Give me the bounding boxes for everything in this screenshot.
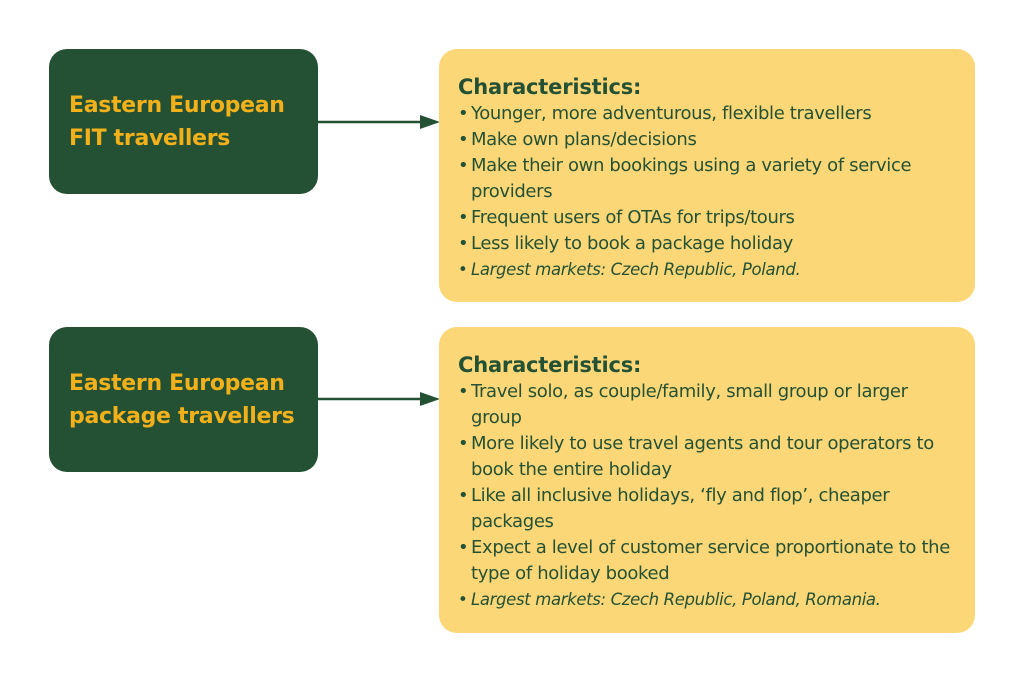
- list-item-text: Travel solo, as couple/family, small gro…: [471, 381, 908, 428]
- arrow-head: [420, 115, 440, 129]
- list-item-text: More likely to use travel agents and tou…: [471, 433, 934, 480]
- bullet-icon: •: [458, 433, 469, 454]
- connector-arrow: [318, 392, 440, 406]
- bullet-icon: •: [458, 207, 469, 228]
- list-item-text: Largest markets: Czech Republic, Poland.: [471, 260, 801, 279]
- characteristics-list: •Younger, more adventurous, flexible tra…: [458, 101, 959, 283]
- segment-title-line: FIT travellers: [69, 125, 231, 151]
- arrow-head: [420, 392, 440, 406]
- list-item: •Make own plans/decisions: [458, 127, 959, 153]
- segment-title-line: package travellers: [69, 403, 295, 429]
- bullet-icon: •: [458, 590, 468, 609]
- list-item-text: Expect a level of customer service propo…: [471, 537, 950, 584]
- bullet-icon: •: [458, 485, 469, 506]
- segment-title-line: Eastern European: [69, 92, 285, 118]
- list-item-text: Less likely to book a package holiday: [471, 233, 793, 254]
- list-item-text: Like all inclusive holidays, ‘fly and fl…: [471, 485, 890, 532]
- connector-arrow: [318, 115, 440, 129]
- list-item: •Travel solo, as couple/family, small gr…: [458, 379, 959, 431]
- characteristics-list: •Travel solo, as couple/family, small gr…: [458, 379, 959, 613]
- list-item: •Less likely to book a package holiday: [458, 231, 959, 257]
- list-item-text: Frequent users of OTAs for trips/tours: [471, 207, 795, 228]
- characteristics-box-fit: Characteristics: •Younger, more adventur…: [439, 49, 975, 302]
- segment-box-fit: Eastern European FIT travellers: [49, 49, 318, 194]
- list-item: •Make their own bookings using a variety…: [458, 153, 959, 205]
- segment-title: Eastern European package travellers: [69, 367, 295, 433]
- bullet-icon: •: [458, 103, 469, 124]
- characteristics-heading: Characteristics:: [458, 75, 642, 99]
- list-item-text: Largest markets: Czech Republic, Poland,…: [471, 590, 881, 609]
- segment-title-line: Eastern European: [69, 370, 285, 396]
- bullet-icon: •: [458, 381, 469, 402]
- list-item: •Younger, more adventurous, flexible tra…: [458, 101, 959, 127]
- segment-title: Eastern European FIT travellers: [69, 89, 285, 155]
- list-item: •Like all inclusive holidays, ‘fly and f…: [458, 483, 959, 535]
- bullet-icon: •: [458, 537, 469, 558]
- bullet-icon: •: [458, 260, 468, 279]
- bullet-icon: •: [458, 155, 469, 176]
- list-item: •Expect a level of customer service prop…: [458, 535, 959, 587]
- segment-box-package: Eastern European package travellers: [49, 327, 318, 472]
- characteristics-box-package: Characteristics: •Travel solo, as couple…: [439, 327, 975, 633]
- list-item-text: Younger, more adventurous, flexible trav…: [471, 103, 872, 124]
- list-item-text: Make their own bookings using a variety …: [471, 155, 912, 202]
- list-item-text: Make own plans/decisions: [471, 129, 697, 150]
- bullet-icon: •: [458, 233, 469, 254]
- list-item: •Largest markets: Czech Republic, Poland…: [458, 587, 959, 613]
- list-item: •Largest markets: Czech Republic, Poland…: [458, 257, 959, 283]
- bullet-icon: •: [458, 129, 469, 150]
- list-item: •Frequent users of OTAs for trips/tours: [458, 205, 959, 231]
- list-item: •More likely to use travel agents and to…: [458, 431, 959, 483]
- characteristics-heading: Characteristics:: [458, 353, 642, 377]
